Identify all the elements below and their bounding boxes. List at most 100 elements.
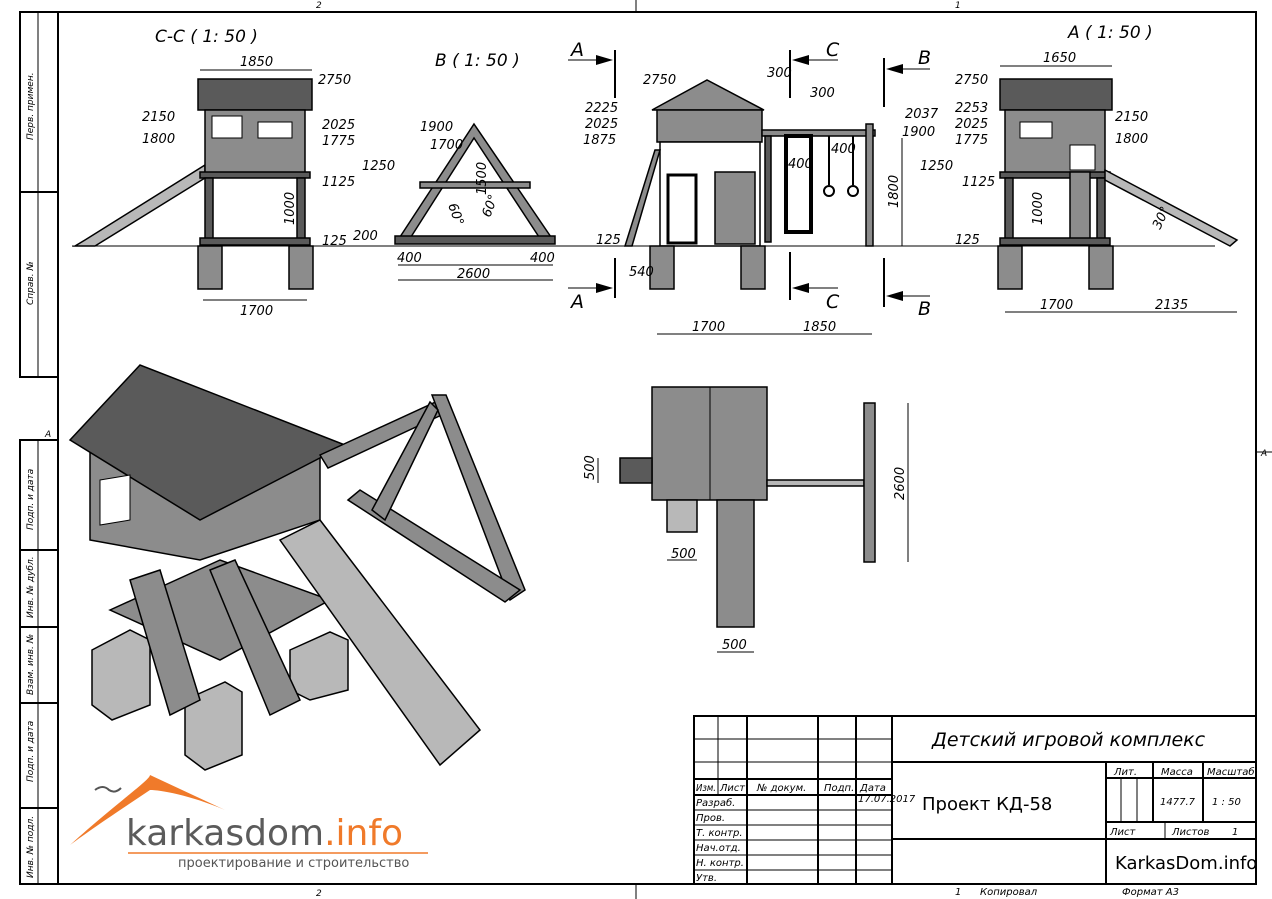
dimension-label: 1850 xyxy=(240,55,273,70)
dimension-label: 400 xyxy=(831,142,856,157)
strip-label: Подп. и дата xyxy=(26,469,36,530)
dimension-label: 2025 xyxy=(585,117,618,132)
dimension-label: 1775 xyxy=(322,134,355,149)
dimension-label: 2750 xyxy=(643,73,676,88)
dimension-label: Лит. xyxy=(1113,767,1137,778)
dimension-label: 500 xyxy=(722,638,747,653)
dimension-label: Лист xyxy=(719,783,746,794)
dimension-label: 1875 xyxy=(583,133,616,148)
title-block: Изм. Лист № докум. Подп. Дата Разраб. Пр… xyxy=(693,715,1257,898)
dimension-label: 1 xyxy=(955,887,961,898)
dimension-label: № докум. xyxy=(756,783,806,794)
dimension-label: Подп. xyxy=(824,783,854,794)
zone-label: 2 xyxy=(316,889,322,899)
dimension-label: 2750 xyxy=(318,73,351,88)
dimension-label: Листов xyxy=(1171,827,1209,838)
dimension-label: 1 : 50 xyxy=(1212,797,1241,808)
dimension-label: 1775 xyxy=(955,133,988,148)
dimension-label: Лист xyxy=(1109,827,1137,838)
view-title: C-C ( 1: 50 ) xyxy=(155,27,258,47)
dimension-label: 2150 xyxy=(1115,110,1148,125)
dimension-label: 1477.7 xyxy=(1160,797,1196,808)
dimension-label: 1500 xyxy=(475,162,490,195)
view-b: B ( 1: 50 ) 1900 1700 1500 60° 60° 200 4… xyxy=(353,51,556,282)
strip-label: Инв. № подл. xyxy=(26,816,36,878)
dimension-label: Утв. xyxy=(696,873,717,884)
dimension-label: 1700 xyxy=(1040,298,1073,313)
dimension-label: 1 xyxy=(1232,827,1238,838)
dimension-label: 2253 xyxy=(955,101,988,116)
isometric-view xyxy=(68,364,526,771)
dimension-label: 1700 xyxy=(430,138,463,153)
logo-name: karkasdom xyxy=(126,813,324,854)
dimension-label: 1000 xyxy=(1031,192,1046,225)
section-label: A xyxy=(569,39,584,61)
dimension-label: 1250 xyxy=(362,159,395,174)
dimension-label: Масштаб xyxy=(1207,766,1255,778)
dimension-label: 500 xyxy=(671,547,696,562)
dimension-label: 200 xyxy=(353,229,378,244)
zone-label: 2 xyxy=(316,1,322,11)
dimension-label: 500 xyxy=(583,455,598,480)
side-strip: Перв. примен. Справ. № Подп. и дата Инв.… xyxy=(19,11,59,885)
dimension-label: 2600 xyxy=(893,467,908,500)
view-section-cc: C-C ( 1: 50 ) 1850 2750 2150 2025 1800 1… xyxy=(72,27,395,319)
section-label: B xyxy=(918,47,931,69)
dimension-label: 125 xyxy=(955,233,980,248)
dimension-label: Копировал xyxy=(980,887,1038,898)
dimension-label: 60° xyxy=(480,193,502,220)
dimension-label: 2225 xyxy=(585,101,618,116)
dimension-label: 2025 xyxy=(322,118,355,133)
dimension-label: 1700 xyxy=(240,304,273,319)
zone-label: A xyxy=(44,430,51,440)
dimension-label: 1000 xyxy=(283,192,298,225)
logo-wordmark: karkasdom.info xyxy=(126,813,403,854)
section-label: C xyxy=(826,39,840,61)
view-front: A C B A C B 2750 2225 2025 1875 300 300 … xyxy=(568,39,939,335)
dimension-label: 1900 xyxy=(420,120,453,135)
section-label: B xyxy=(918,298,931,320)
dimension-label: Дата xyxy=(859,783,886,794)
dimension-label: Разраб. xyxy=(696,797,735,809)
dimension-label: 2150 xyxy=(142,110,175,125)
company-logo: karkasdom.info проектирование и строител… xyxy=(70,775,428,871)
dimension-label: 1900 xyxy=(902,125,935,140)
dimension-label: 300 xyxy=(810,86,835,101)
dimension-label: Нач.отд. xyxy=(696,843,741,854)
dimension-label: 1800 xyxy=(142,132,175,147)
dimension-label: Масса xyxy=(1161,767,1193,778)
strip-label: Справ. № xyxy=(26,261,36,305)
dimension-label: 2025 xyxy=(955,117,988,132)
dimension-label: Т. контр. xyxy=(696,828,743,839)
project-code: Проект КД-58 xyxy=(922,794,1052,815)
view-title: B ( 1: 50 ) xyxy=(435,51,520,71)
section-label: A xyxy=(569,291,584,313)
logo-suffix: .info xyxy=(324,813,403,854)
drawing-title: Детский игровой комплекс xyxy=(931,729,1206,751)
dimension-label: Изм. xyxy=(696,783,716,794)
dimension-label: Н. контр. xyxy=(696,858,744,869)
dimension-label: 400 xyxy=(788,157,813,172)
dimension-label: 125 xyxy=(596,233,621,248)
dimension-label: 2135 xyxy=(1155,298,1188,313)
dimension-label: 125 xyxy=(322,234,347,249)
zone-label: 1 xyxy=(955,1,961,11)
dimension-label: 60° xyxy=(444,201,466,228)
view-title: A ( 1: 50 ) xyxy=(1067,23,1153,43)
view-plan: 500 500 500 2600 xyxy=(583,386,909,653)
strip-label: Подп. и дата xyxy=(26,721,36,782)
dimension-label: 1650 xyxy=(1043,51,1076,66)
dimension-label: 1700 xyxy=(692,320,725,335)
dimension-label: 400 xyxy=(397,251,422,266)
dimension-label: 2750 xyxy=(955,73,988,88)
dimension-label: 400 xyxy=(530,251,555,266)
strip-label: Инв. № дубл. xyxy=(26,556,36,618)
strip-label: Перв. примен. xyxy=(26,72,36,140)
dimension-label: 1800 xyxy=(1115,132,1148,147)
dimension-label: Пров. xyxy=(696,813,725,824)
logo-tagline: проектирование и строительство xyxy=(178,856,409,871)
dimension-label: 1125 xyxy=(962,175,995,190)
dimension-label: 2600 xyxy=(457,267,490,282)
dimension-label: 17.07.2017 xyxy=(858,794,916,805)
